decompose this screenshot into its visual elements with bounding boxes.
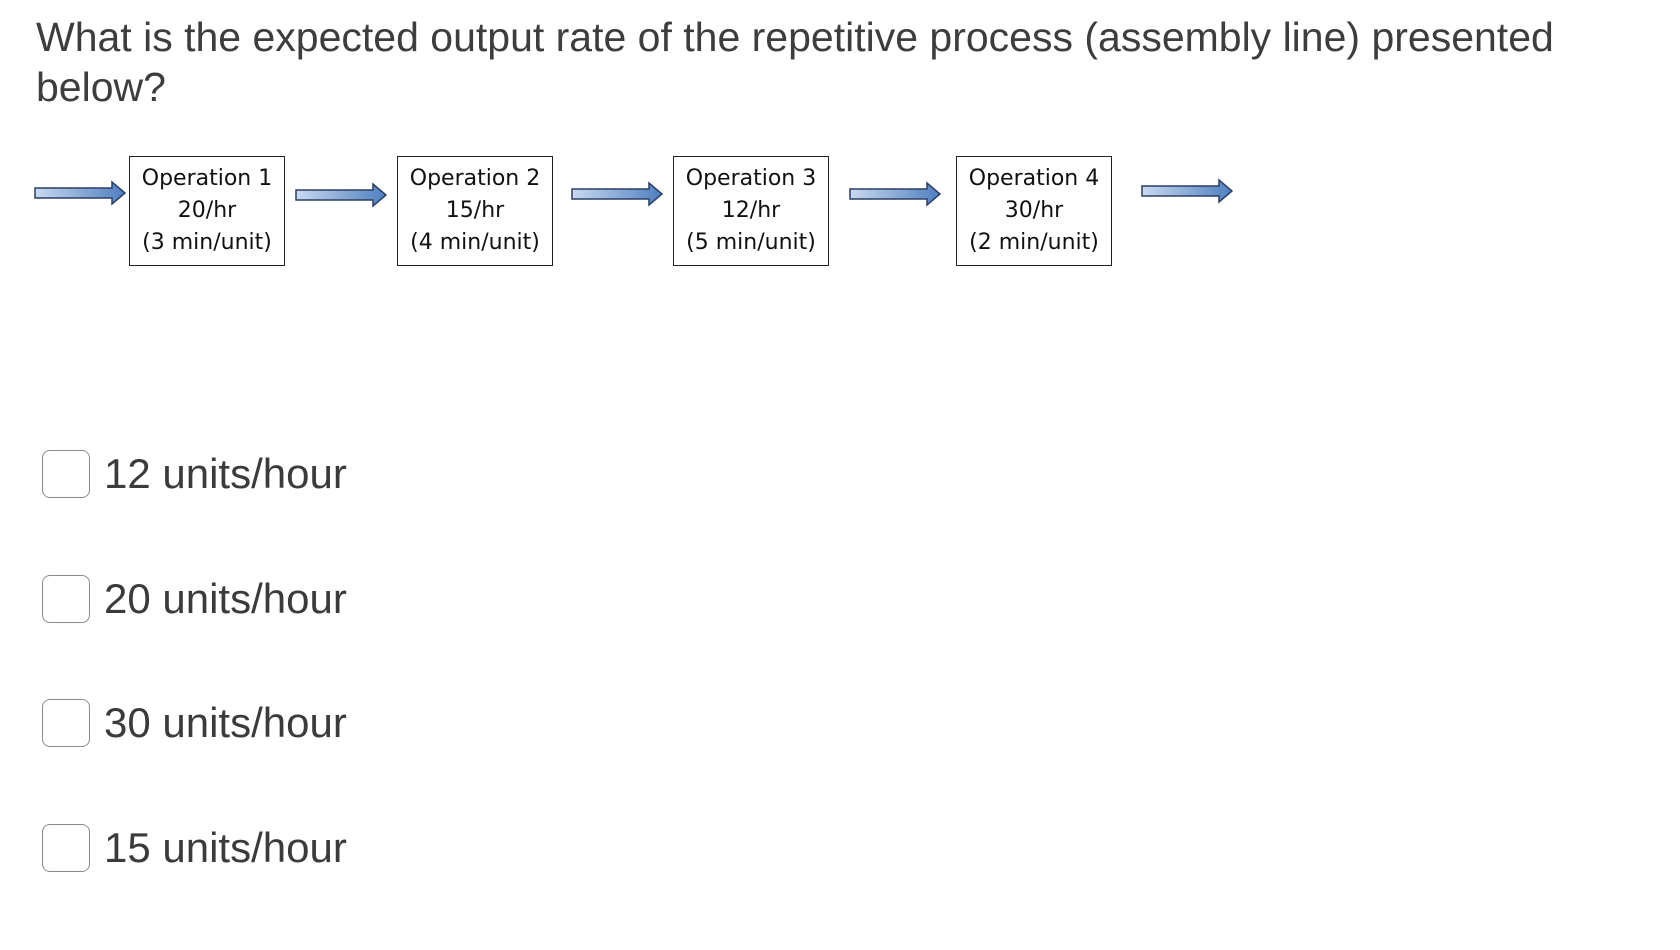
- answer-option[interactable]: 12 units/hour: [42, 446, 502, 502]
- answer-checkbox[interactable]: [42, 450, 90, 498]
- operation-box-4: Operation 4 30/hr (2 min/unit): [956, 156, 1112, 266]
- answer-label: 12 units/hour: [104, 450, 347, 497]
- answer-option[interactable]: 20 units/hour: [42, 571, 502, 627]
- process-flow-diagram: Operation 1 20/hr (3 min/unit) Operation…: [0, 150, 1300, 280]
- operation-rate: 12/hr: [721, 198, 781, 223]
- answer-checkbox[interactable]: [42, 699, 90, 747]
- answer-label: 30 units/hour: [104, 699, 347, 746]
- operation-time: (3 min/unit): [142, 230, 272, 255]
- operation-rate: 30/hr: [1004, 198, 1064, 223]
- answer-checkbox[interactable]: [42, 824, 90, 872]
- operation-time: (2 min/unit): [969, 230, 1099, 255]
- operation-name: Operation 2: [409, 166, 541, 191]
- answer-option[interactable]: 15 units/hour: [42, 820, 502, 876]
- operation-box-3: Operation 3 12/hr (5 min/unit): [673, 156, 829, 266]
- flow-arrow-out: [1141, 178, 1233, 204]
- flow-arrow-3-4: [849, 181, 941, 207]
- operation-name: Operation 4: [968, 166, 1100, 191]
- operation-rate: 20/hr: [177, 198, 237, 223]
- answer-label: 20 units/hour: [104, 575, 347, 622]
- answer-option[interactable]: 30 units/hour: [42, 695, 502, 751]
- answer-label: 15 units/hour: [104, 824, 347, 871]
- operation-time: (4 min/unit): [410, 230, 540, 255]
- operation-rate: 15/hr: [445, 198, 505, 223]
- operation-name: Operation 1: [141, 166, 273, 191]
- flow-arrow-2-3: [571, 181, 663, 207]
- flow-arrow-1-2: [295, 182, 387, 208]
- operation-box-2: Operation 2 15/hr (4 min/unit): [397, 156, 553, 266]
- question-text: What is the expected output rate of the …: [36, 14, 1554, 110]
- operation-box-1: Operation 1 20/hr (3 min/unit): [129, 156, 285, 266]
- operation-name: Operation 3: [685, 166, 817, 191]
- answer-checkbox[interactable]: [42, 575, 90, 623]
- operation-time: (5 min/unit): [686, 230, 816, 255]
- flow-arrow-in: [34, 180, 126, 206]
